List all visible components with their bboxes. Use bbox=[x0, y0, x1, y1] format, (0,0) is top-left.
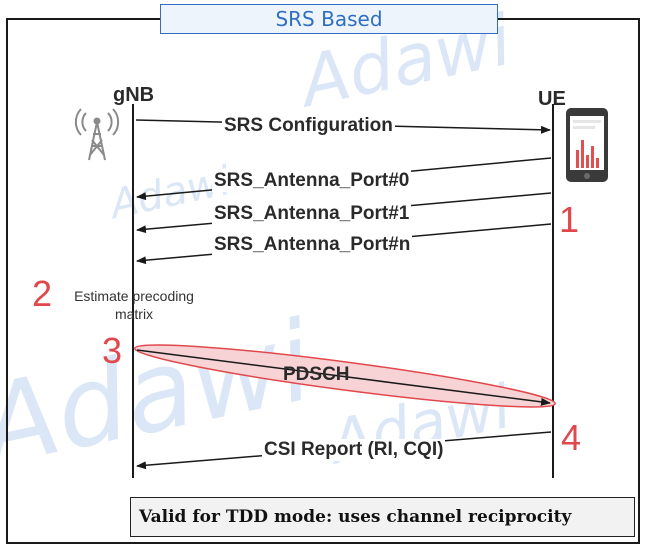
smartphone-icon bbox=[566, 108, 608, 182]
step-note: Estimate precoding matrix bbox=[74, 288, 194, 322]
step-number: 3 bbox=[102, 330, 123, 371]
antenna-tower-icon bbox=[74, 108, 120, 161]
message-label: SRS_Antenna_Port#0 bbox=[212, 170, 412, 192]
message-label: CSI Report (RI, CQI) bbox=[262, 439, 446, 461]
gnb-label: gNB bbox=[113, 84, 155, 106]
step-number: 2 bbox=[32, 273, 53, 314]
footer-note: Valid for TDD mode: uses channel recipro… bbox=[130, 497, 635, 537]
diagram-title: SRS Based bbox=[160, 4, 498, 34]
message-label: SRS_Antenna_Port#1 bbox=[212, 203, 412, 225]
ue-label: UE bbox=[538, 88, 566, 110]
message-label: SRS Configuration bbox=[222, 115, 395, 137]
message-label: PDSCH bbox=[283, 364, 350, 385]
pdsch-arrow bbox=[136, 349, 551, 406]
step-number: 1 bbox=[559, 199, 580, 240]
step-number: 4 bbox=[561, 417, 582, 458]
message-label: SRS_Antenna_Port#n bbox=[212, 234, 413, 256]
